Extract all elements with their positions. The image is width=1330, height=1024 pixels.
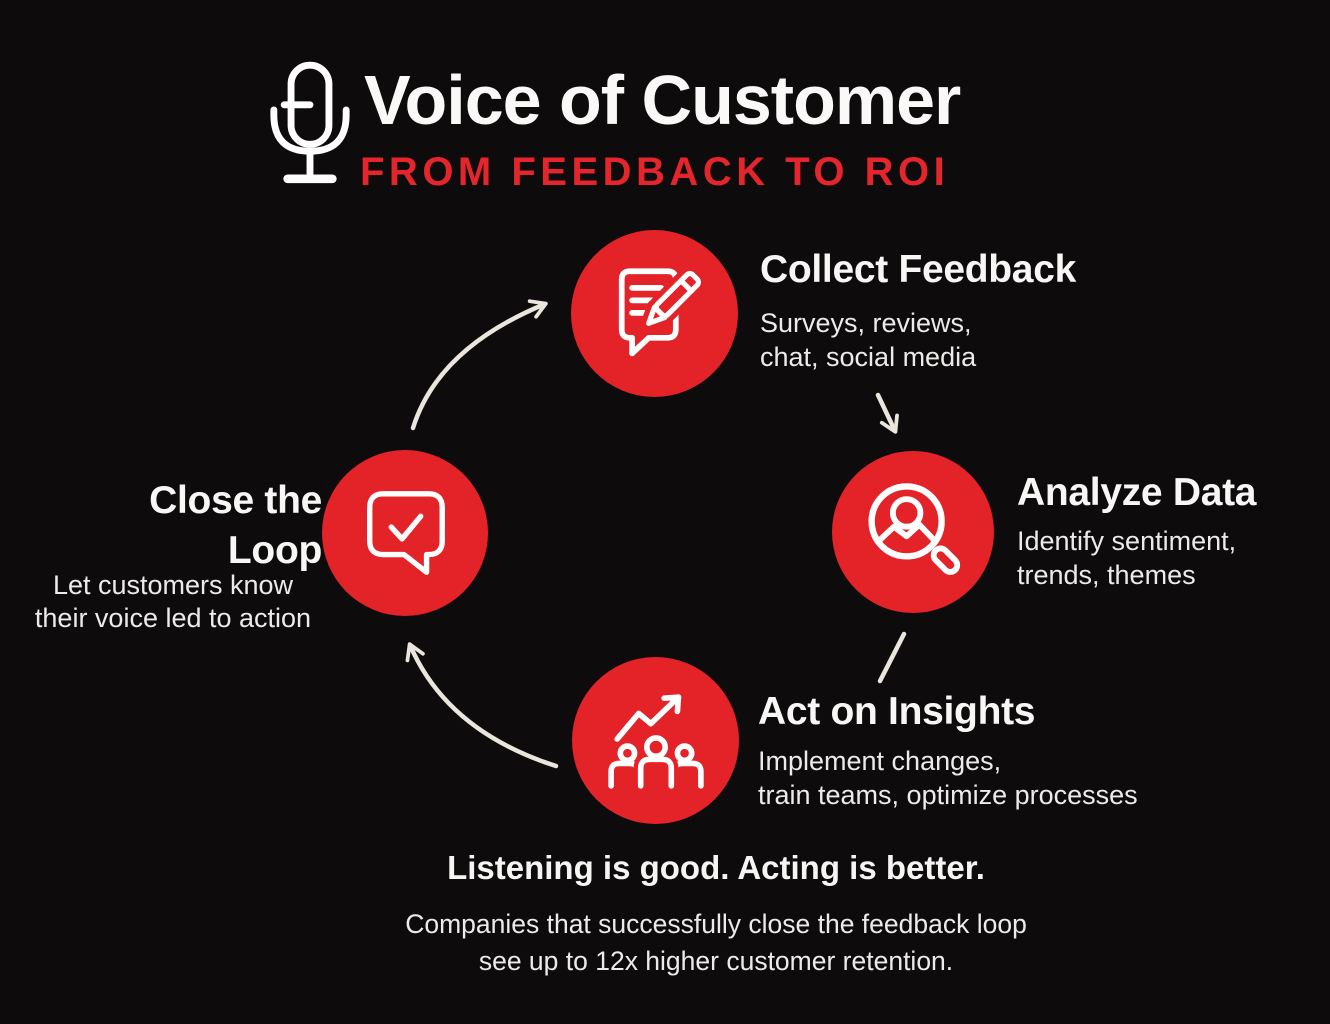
close-the-loop-circle [322,450,488,616]
act-on-insights-description: Implement changes, train teams, optimize… [758,746,1138,810]
close-the-loop-title: Close the Loop [149,479,322,572]
footnote: Companies that successfully close the fe… [405,909,1027,976]
line-analyze-to-act [877,631,907,684]
team-growth-icon [607,693,704,792]
tagline: Listening is good. Acting is better. [447,849,985,886]
collect-feedback-circle [571,230,738,397]
analyze-data-title: Analyze Data [1017,471,1257,514]
page-title: Voice of Customer [364,61,961,139]
magnifier-person-icon [868,483,961,575]
close-the-loop-description: Let customers know their voice led to ac… [34,570,312,633]
collect-feedback-description: Surveys, reviews, chat, social media [760,308,977,372]
arrow-collect-to-analyze [875,392,899,434]
arrow-close-to-collect [410,299,548,431]
act-on-insights-circle [572,657,739,824]
act-on-insights-title: Act on Insights [758,690,1036,733]
microphone-icon [270,61,350,184]
collect-feedback-title: Collect Feedback [760,248,1076,291]
chat-check-icon [367,491,445,575]
page-subtitle: FROM FEEDBACK TO ROI [360,150,950,194]
analyze-data-description: Identify sentiment, trends, themes [1017,526,1237,590]
arrow-act-to-close [405,642,559,769]
note-pencil-icon [618,265,706,356]
analyze-data-circle [832,451,994,613]
